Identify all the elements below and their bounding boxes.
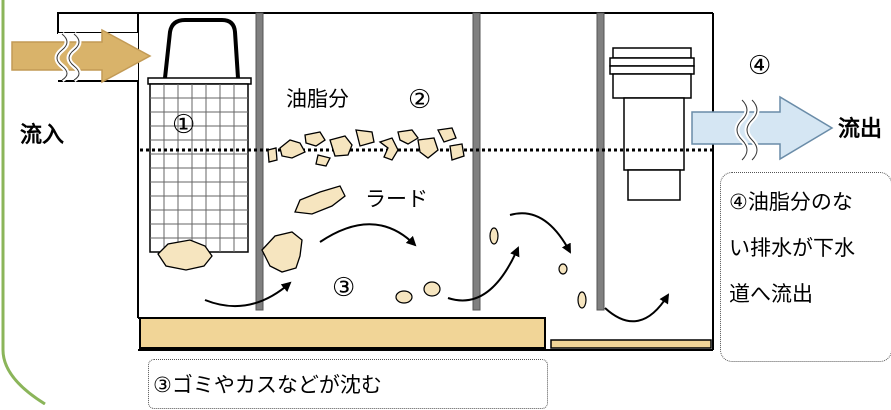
partition-3 [596, 12, 605, 311]
flow-arrows [204, 212, 670, 323]
lard-label: ラード [365, 187, 428, 211]
outflow-arrow [691, 95, 834, 162]
outflow-note: ④油脂分のな い排水が下水 道へ流出 [720, 172, 891, 362]
partition-1 [255, 12, 264, 311]
partition-2 [472, 12, 481, 311]
outflow-note-line-2: い排水が下水 [729, 236, 855, 260]
sink-note: ③ゴミやカスなどが沈む [148, 359, 548, 409]
grease-label: 油脂分 [286, 87, 349, 111]
sediment-layer-right [550, 339, 712, 349]
chamber-2-number: ② [408, 85, 431, 115]
frame-border [1, 0, 46, 405]
inflow-label: 流入 [20, 122, 64, 148]
outflow-note-line-3: 道へ流出 [729, 282, 813, 306]
sediment-layer-left [139, 317, 546, 349]
sediment-particles [395, 227, 587, 309]
outflow-note-line-1: ④油脂分のな [729, 190, 853, 214]
sink-note-text: ③ゴミやカスなどが沈む [153, 373, 382, 397]
outlet-fitting [609, 47, 695, 201]
chamber-4-number: ④ [748, 51, 771, 81]
inflow-arrow [11, 28, 152, 84]
chamber-3-number: ③ [332, 273, 355, 303]
outflow-label: 流出 [838, 116, 882, 142]
chamber-1-number: ① [172, 110, 195, 140]
basket-handle [163, 18, 240, 79]
grease-clumps [157, 127, 465, 273]
strainer-basket [149, 83, 249, 253]
